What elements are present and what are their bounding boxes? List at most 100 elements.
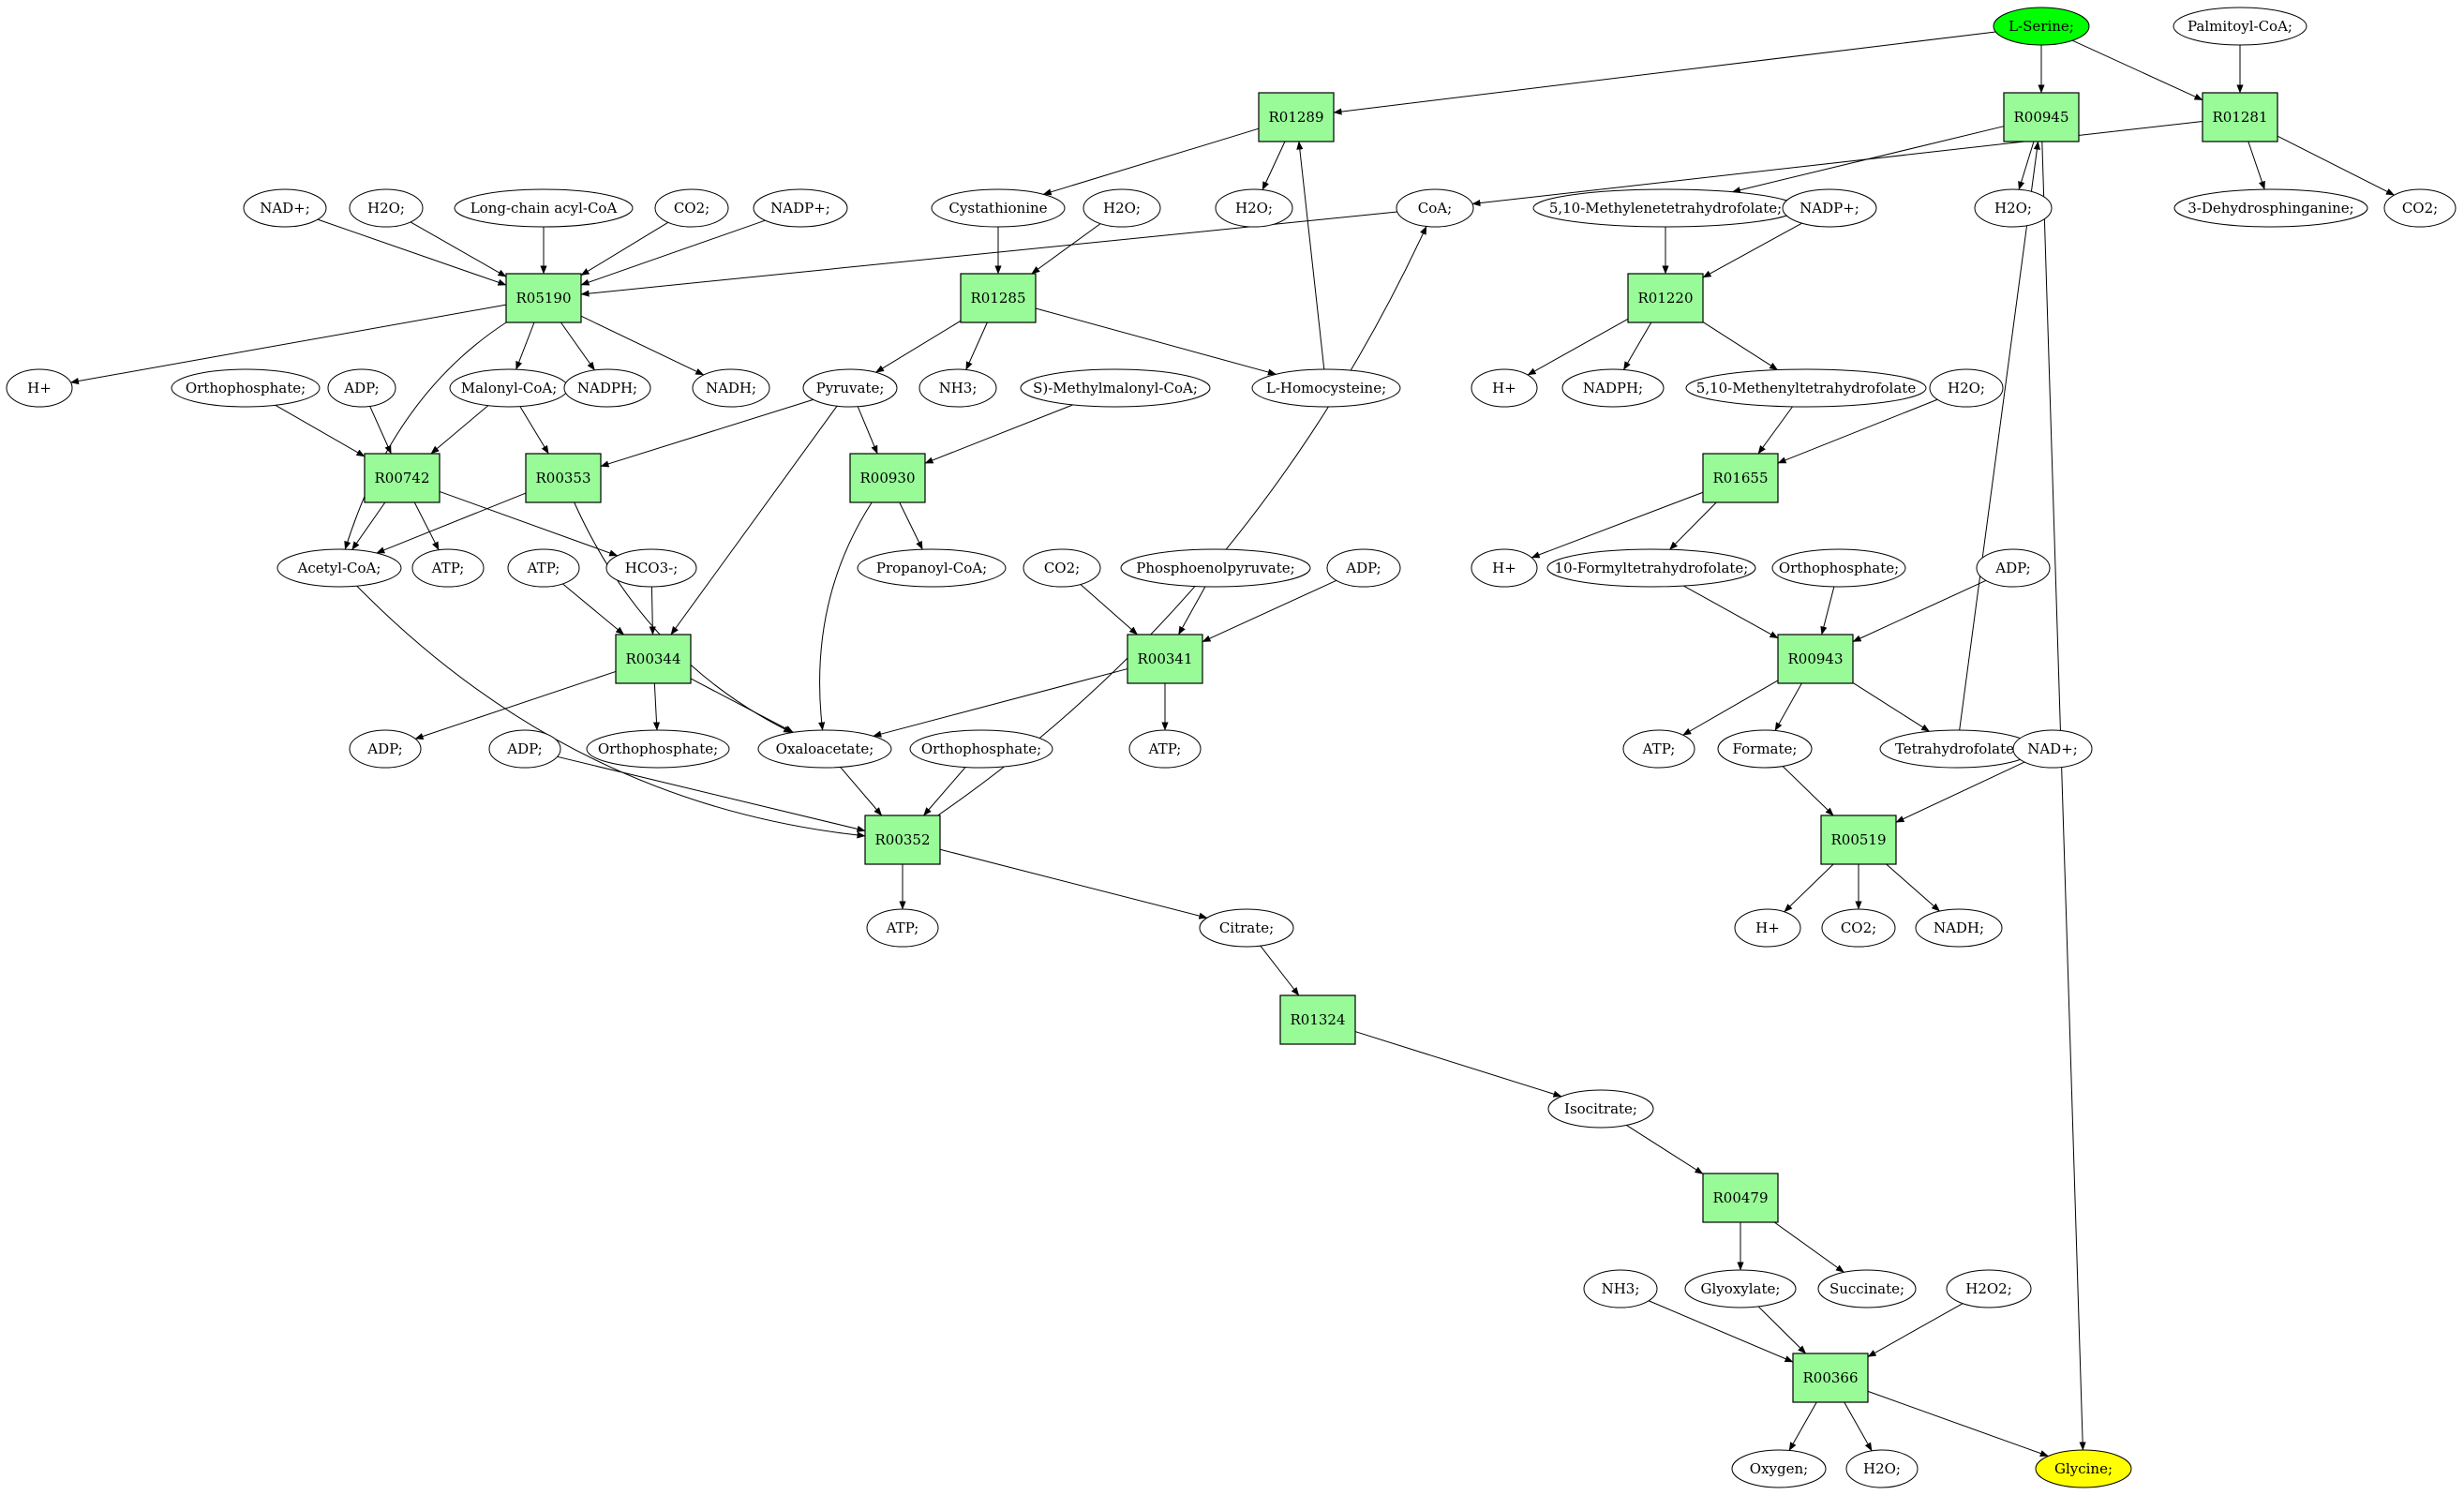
metabolite-node[interactable]: Oxaloacetate;	[757, 729, 892, 769]
reaction-node[interactable]: R00742	[364, 453, 441, 503]
reaction-box[interactable]	[960, 273, 1037, 323]
metabolite-ellipse[interactable]	[243, 188, 327, 228]
metabolite-ellipse[interactable]	[1771, 548, 1906, 588]
metabolite-ellipse[interactable]	[2173, 7, 2307, 46]
reaction-node[interactable]: R00341	[1127, 634, 1203, 684]
metabolite-node[interactable]: Malonyl-CoA;	[449, 368, 569, 408]
metabolite-node[interactable]: ATP;	[866, 908, 939, 948]
metabolite-node[interactable]: NAD+;	[243, 188, 327, 228]
reaction-box[interactable]	[1702, 1173, 1779, 1223]
metabolite-node[interactable]: H+	[1471, 368, 1538, 408]
metabolite-node[interactable]: H2O;	[1845, 1449, 1919, 1488]
reaction-box[interactable]	[864, 815, 941, 865]
metabolite-ellipse[interactable]	[857, 548, 1007, 588]
metabolite-node[interactable]: ADP;	[1976, 548, 2051, 588]
metabolite-ellipse[interactable]	[2035, 1449, 2132, 1488]
reaction-node[interactable]: R01220	[1627, 273, 1704, 323]
metabolite-ellipse[interactable]	[1128, 729, 1202, 769]
metabolite-ellipse[interactable]	[1817, 1269, 1917, 1308]
source-metabolite-node[interactable]: L-Serine;	[1993, 7, 2090, 46]
reaction-node[interactable]: R00945	[2003, 92, 2080, 142]
metabolite-ellipse[interactable]	[1020, 368, 1211, 408]
metabolite-ellipse[interactable]	[1622, 729, 1695, 769]
metabolite-ellipse[interactable]	[918, 368, 997, 408]
metabolite-node[interactable]: H+	[1734, 908, 1801, 948]
metabolite-node[interactable]: Glyoxylate;	[1684, 1269, 1797, 1308]
reaction-box[interactable]	[615, 634, 692, 684]
reaction-node[interactable]: R01281	[2202, 92, 2278, 142]
metabolite-node[interactable]: Formate;	[1717, 729, 1813, 769]
reaction-node[interactable]: R00943	[1777, 634, 1854, 684]
reaction-node[interactable]: R01289	[1258, 92, 1335, 142]
metabolite-ellipse[interactable]	[1471, 548, 1538, 588]
reaction-node[interactable]: R05190	[505, 273, 582, 323]
reaction-box[interactable]	[364, 453, 441, 503]
metabolite-ellipse[interactable]	[1251, 368, 1401, 408]
metabolite-ellipse[interactable]	[1547, 1089, 1654, 1129]
metabolite-ellipse[interactable]	[171, 368, 321, 408]
metabolite-ellipse[interactable]	[1976, 548, 2051, 588]
metabolite-ellipse[interactable]	[1396, 188, 1474, 228]
metabolite-node[interactable]: S)-Methylmalonyl-CoA;	[1020, 368, 1211, 408]
metabolite-ellipse[interactable]	[411, 548, 485, 588]
metabolite-node[interactable]: ATP;	[1622, 729, 1695, 769]
metabolite-node[interactable]: HCO3-;	[605, 548, 697, 588]
reaction-node[interactable]: R00352	[864, 815, 941, 865]
metabolite-ellipse[interactable]	[1326, 548, 1401, 588]
metabolite-node[interactable]: 3-Dehydrosphinganine;	[2173, 188, 2368, 228]
metabolite-node[interactable]: H+	[1471, 548, 1538, 588]
metabolite-node[interactable]: NH3;	[1583, 1269, 1658, 1308]
metabolite-node[interactable]: NADH;	[1915, 908, 2003, 948]
metabolite-ellipse[interactable]	[1915, 908, 2003, 948]
metabolite-node[interactable]: Isocitrate;	[1547, 1089, 1654, 1129]
reaction-box[interactable]	[1279, 994, 1356, 1045]
metabolite-node[interactable]: NADH;	[692, 368, 770, 408]
metabolite-node[interactable]: NH3;	[918, 368, 997, 408]
metabolite-ellipse[interactable]	[757, 729, 892, 769]
metabolite-node[interactable]: H2O;	[1215, 188, 1293, 228]
metabolite-node[interactable]: ATP;	[411, 548, 485, 588]
metabolite-ellipse[interactable]	[1717, 729, 1813, 769]
reaction-box[interactable]	[1702, 453, 1779, 503]
metabolite-node[interactable]: 5,10-Methylenetetrahydrofolate;	[1532, 188, 1799, 228]
metabolite-node[interactable]: CO2;	[1023, 548, 1101, 588]
metabolite-ellipse[interactable]	[1023, 548, 1101, 588]
metabolite-node[interactable]: Phosphoenolpyruvate;	[1120, 548, 1311, 588]
metabolite-node[interactable]: Cystathionine	[931, 188, 1066, 228]
metabolite-node[interactable]: ADP;	[488, 729, 561, 769]
metabolite-ellipse[interactable]	[349, 188, 424, 228]
metabolite-node[interactable]: ATP;	[507, 548, 580, 588]
metabolite-ellipse[interactable]	[276, 548, 402, 588]
metabolite-ellipse[interactable]	[692, 368, 770, 408]
metabolite-ellipse[interactable]	[507, 548, 580, 588]
metabolite-node[interactable]: CO2;	[1821, 908, 1896, 948]
reaction-box[interactable]	[2003, 92, 2080, 142]
metabolite-node[interactable]: NADP+;	[1782, 188, 1877, 228]
metabolite-ellipse[interactable]	[1471, 368, 1538, 408]
metabolite-ellipse[interactable]	[1974, 188, 2053, 228]
metabolite-ellipse[interactable]	[563, 368, 651, 408]
reaction-node[interactable]: R00479	[1702, 1173, 1779, 1223]
metabolite-ellipse[interactable]	[1929, 368, 2004, 408]
metabolite-node[interactable]: H2O;	[349, 188, 424, 228]
metabolite-ellipse[interactable]	[1083, 188, 1161, 228]
metabolite-ellipse[interactable]	[1845, 1449, 1919, 1488]
metabolite-node[interactable]: Orthophosphate;	[1771, 548, 1906, 588]
reaction-box[interactable]	[1777, 634, 1854, 684]
reaction-box[interactable]	[1792, 1353, 1869, 1403]
reaction-box[interactable]	[1627, 273, 1704, 323]
metabolite-node[interactable]: NADPH;	[1561, 368, 1665, 408]
metabolite-ellipse[interactable]	[753, 188, 848, 228]
metabolite-node[interactable]: Tetrahydrofolate;	[1879, 729, 2035, 769]
metabolite-ellipse[interactable]	[1946, 1269, 2032, 1308]
reaction-box[interactable]	[1820, 815, 1897, 865]
metabolite-node[interactable]: ADP;	[1326, 548, 1401, 588]
metabolite-node[interactable]: 10-Formyltetrahydrofolate;	[1546, 548, 1756, 588]
metabolite-ellipse[interactable]	[654, 188, 729, 228]
reaction-box[interactable]	[505, 273, 582, 323]
metabolite-node[interactable]: ADP;	[327, 368, 396, 408]
reaction-node[interactable]: R01285	[960, 273, 1037, 323]
metabolite-node[interactable]: Pyruvate;	[802, 368, 898, 408]
metabolite-ellipse[interactable]	[488, 729, 561, 769]
metabolite-ellipse[interactable]	[1993, 7, 2090, 46]
